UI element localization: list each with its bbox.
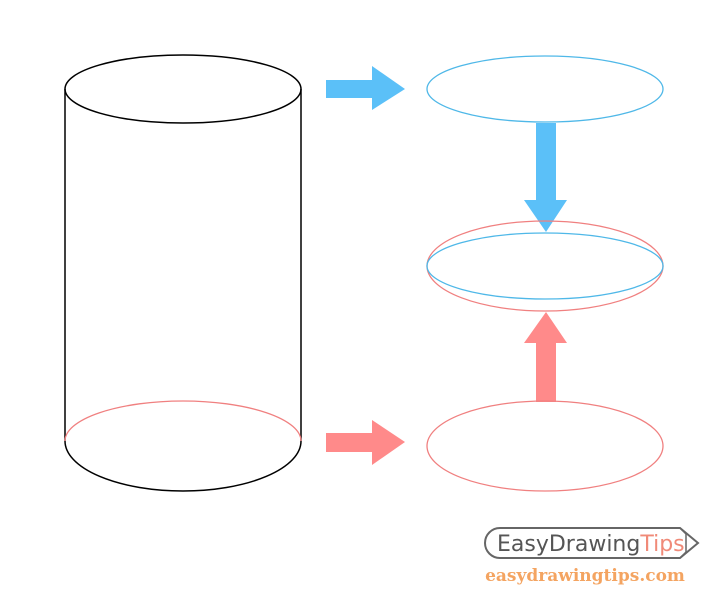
middle-ellipse-blue: [426, 232, 664, 300]
logo-text-easydrawing: EasyDrawing: [497, 532, 640, 557]
logo-text: EasyDrawingTips: [497, 532, 685, 557]
overlapping-ellipses: [426, 220, 664, 312]
middle-ellipse-red: [426, 220, 664, 312]
blue-arrow-down: [524, 123, 567, 232]
blue-arrow-right: [326, 66, 405, 110]
red-arrow-right: [326, 420, 405, 465]
site-url: easydrawingtips.com: [485, 566, 685, 586]
logo-pencil-outline: [484, 527, 700, 559]
cylinder-bottom-back-arc: [64, 400, 302, 442]
bottom-ellipse-red: [426, 400, 664, 492]
logo-pencil-tip: [679, 527, 687, 559]
easydrawingtips-logo: EasyDrawingTips: [484, 527, 700, 559]
logo-text-tips: Tips: [639, 532, 684, 557]
cylinder-bottom-front-arc: [64, 440, 302, 492]
top-ellipse-blue: [426, 55, 664, 123]
cylinder-top-ellipse: [64, 54, 302, 124]
red-arrow-up: [524, 312, 567, 402]
cylinder: [64, 54, 302, 492]
